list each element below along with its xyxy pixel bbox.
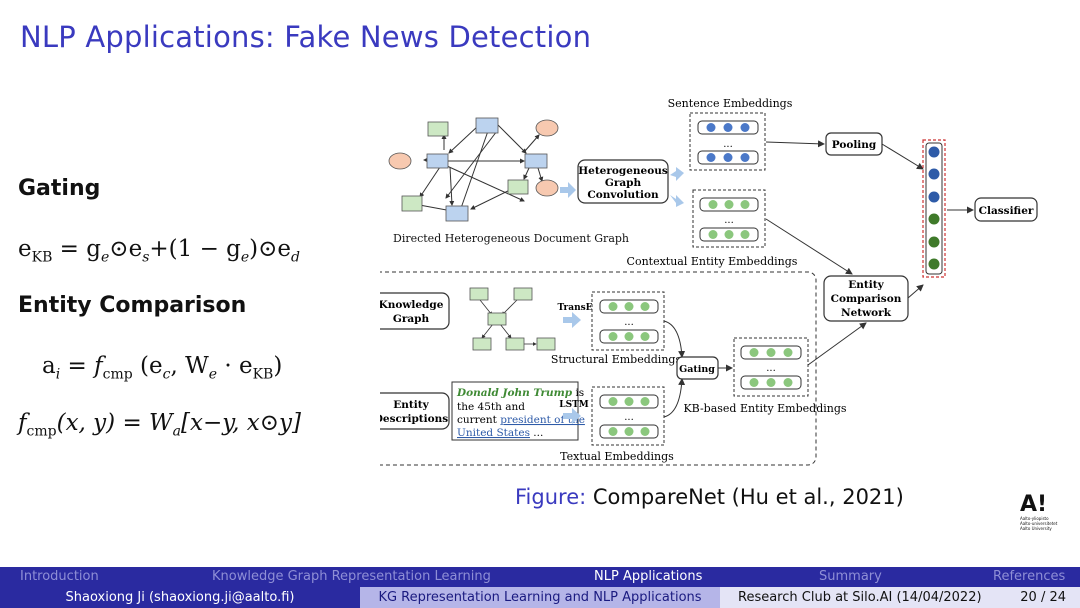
svg-text:KB-based Entity Embeddings: KB-based Entity Embeddings: [683, 402, 846, 415]
svg-text:Entity: Entity: [848, 279, 884, 291]
svg-text:Contextual Entity Embeddings: Contextual Entity Embeddings: [627, 255, 798, 268]
svg-text:Descriptions: Descriptions: [380, 413, 448, 425]
svg-text:...: ...: [624, 412, 634, 423]
kg-nodes: [469, 287, 556, 351]
footer-author: Shaoxiong Ji (shaoxiong.ji@aalto.fi): [0, 587, 360, 608]
svg-text:Comparison: Comparison: [831, 293, 902, 305]
svg-text:United States ...: United States ...: [457, 427, 543, 439]
svg-text:...: ...: [724, 215, 734, 226]
svg-text:Textual Embeddings: Textual Embeddings: [560, 450, 674, 463]
svg-text:Classifier: Classifier: [979, 205, 1034, 217]
gating-equation: eKB = ge⊙es+(1 − ge)⊙ed: [18, 236, 300, 266]
aalto-logo: A! Aalto-yliopisto Aalto-universitetet A…: [1020, 492, 1058, 532]
entity-descriptions-box: [380, 392, 450, 430]
classifier-box: [974, 197, 1038, 222]
svg-text:TransE: TransE: [557, 303, 592, 313]
svg-text:the 45th and: the 45th and: [457, 401, 525, 413]
svg-text:LSTM: LSTM: [559, 400, 589, 410]
svg-text:Donald John Trump is: Donald John Trump is: [456, 387, 584, 399]
svg-text:...: ...: [624, 317, 634, 328]
nav-kg-representation-learning[interactable]: Knowledge Graph Representation Learning: [212, 569, 491, 584]
ecn-box: [823, 275, 909, 322]
svg-text:Structural Embeddings: Structural Embeddings: [551, 353, 682, 366]
comparison-equation: ai = fcmp (ec, We · eKB): [42, 353, 283, 383]
svg-text:Pooling: Pooling: [832, 139, 877, 151]
nav-references[interactable]: References: [993, 569, 1066, 584]
doc-graph-label: Directed Heterogeneous Document Graph: [393, 232, 629, 245]
svg-text:Knowledge: Knowledge: [380, 299, 444, 311]
hgc-box: [577, 159, 669, 204]
section-navigation: Introduction Knowledge Graph Representat…: [0, 567, 1080, 587]
svg-text:Network: Network: [841, 307, 892, 319]
footer-event: Research Club at Silo.AI (14/04/2022) 20…: [720, 587, 1080, 608]
nav-introduction[interactable]: Introduction: [20, 569, 99, 584]
footer-talk-title: KG Representation Learning and NLP Appli…: [360, 587, 720, 608]
description-text-box: [451, 381, 579, 441]
svg-text:Graph: Graph: [393, 313, 430, 325]
slide-title: NLP Applications: Fake News Detection: [20, 20, 592, 54]
entity-comparison-heading: Entity Comparison: [18, 293, 247, 318]
figure-caption: Figure: CompareNet (Hu et al., 2021): [515, 485, 904, 509]
fcmp-equation: fcmp(x, y) = Wa[x−y, x⊙y]: [18, 410, 302, 440]
slide-footer: Shaoxiong Ji (shaoxiong.ji@aalto.fi) KG …: [0, 587, 1080, 608]
comparenet-figure: Directed Heterogeneous Document Graph He…: [380, 97, 1038, 466]
svg-text:...: ...: [723, 139, 733, 150]
svg-text:Sentence Embeddings: Sentence Embeddings: [668, 97, 793, 110]
svg-text:Entity: Entity: [393, 399, 429, 411]
svg-text:Gating: Gating: [679, 364, 715, 375]
svg-text:Heterogeneous: Heterogeneous: [578, 165, 668, 177]
nav-summary[interactable]: Summary: [819, 569, 882, 584]
document-graph-nodes: [388, 117, 559, 222]
svg-text:...: ...: [766, 363, 776, 374]
nav-nlp-applications[interactable]: NLP Applications: [594, 569, 703, 584]
page-number: 20 / 24: [1020, 590, 1066, 605]
gating-heading: Gating: [18, 176, 101, 201]
svg-text:Graph: Graph: [605, 177, 642, 189]
svg-text:Convolution: Convolution: [587, 189, 659, 201]
knowledge-graph-box: [380, 292, 450, 330]
